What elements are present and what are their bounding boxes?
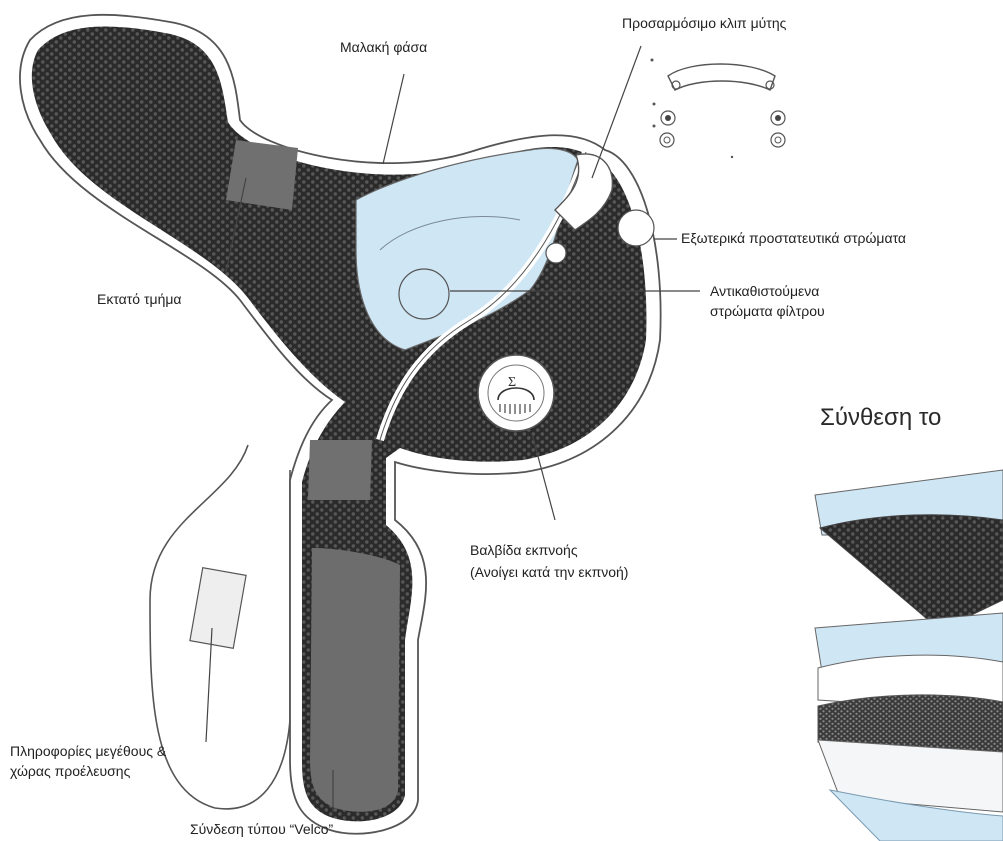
label-adjustable-clip: Προσαρμόσιμο κλιπ μύτης [622, 14, 786, 33]
label-outer-layers: Εξωτερικά προστατευτικά στρώματα [681, 229, 906, 248]
stretch-patch-lower [308, 440, 372, 500]
valve-grille [500, 404, 530, 414]
label-size-info-line1: Πληροφορίες μεγέθους & [10, 742, 166, 761]
stretch-patch-upper [226, 140, 298, 210]
label-filter-layers-line1: Αντικαθιστούμενα [710, 282, 819, 301]
svg-text:Σ: Σ [508, 375, 516, 390]
nose-clip-detached [651, 59, 786, 159]
label-exhale-valve-line1: Βαλβίδα εκπνοής [470, 541, 578, 560]
side-button [546, 243, 566, 263]
outer-layer-marker [618, 210, 654, 246]
label-exhale-valve-line2: (Ανοίγει κατά την εκπνοή) [470, 563, 628, 582]
label-filter-layers-line2: στρώματα φίλτρου [710, 302, 825, 321]
label-size-info-line2: χώρας προέλευσης [10, 762, 130, 781]
label-soft-band: Μαλακή φάσα [340, 38, 427, 57]
label-velcro: Σύνδεση τύπου “Velco” [190, 820, 333, 839]
layer-stack [815, 470, 1003, 841]
velcro-panel [310, 548, 400, 812]
label-stretch-section: Εκτατό τμήμα [97, 290, 182, 309]
layers-title: Σύνθεση το [820, 404, 941, 432]
